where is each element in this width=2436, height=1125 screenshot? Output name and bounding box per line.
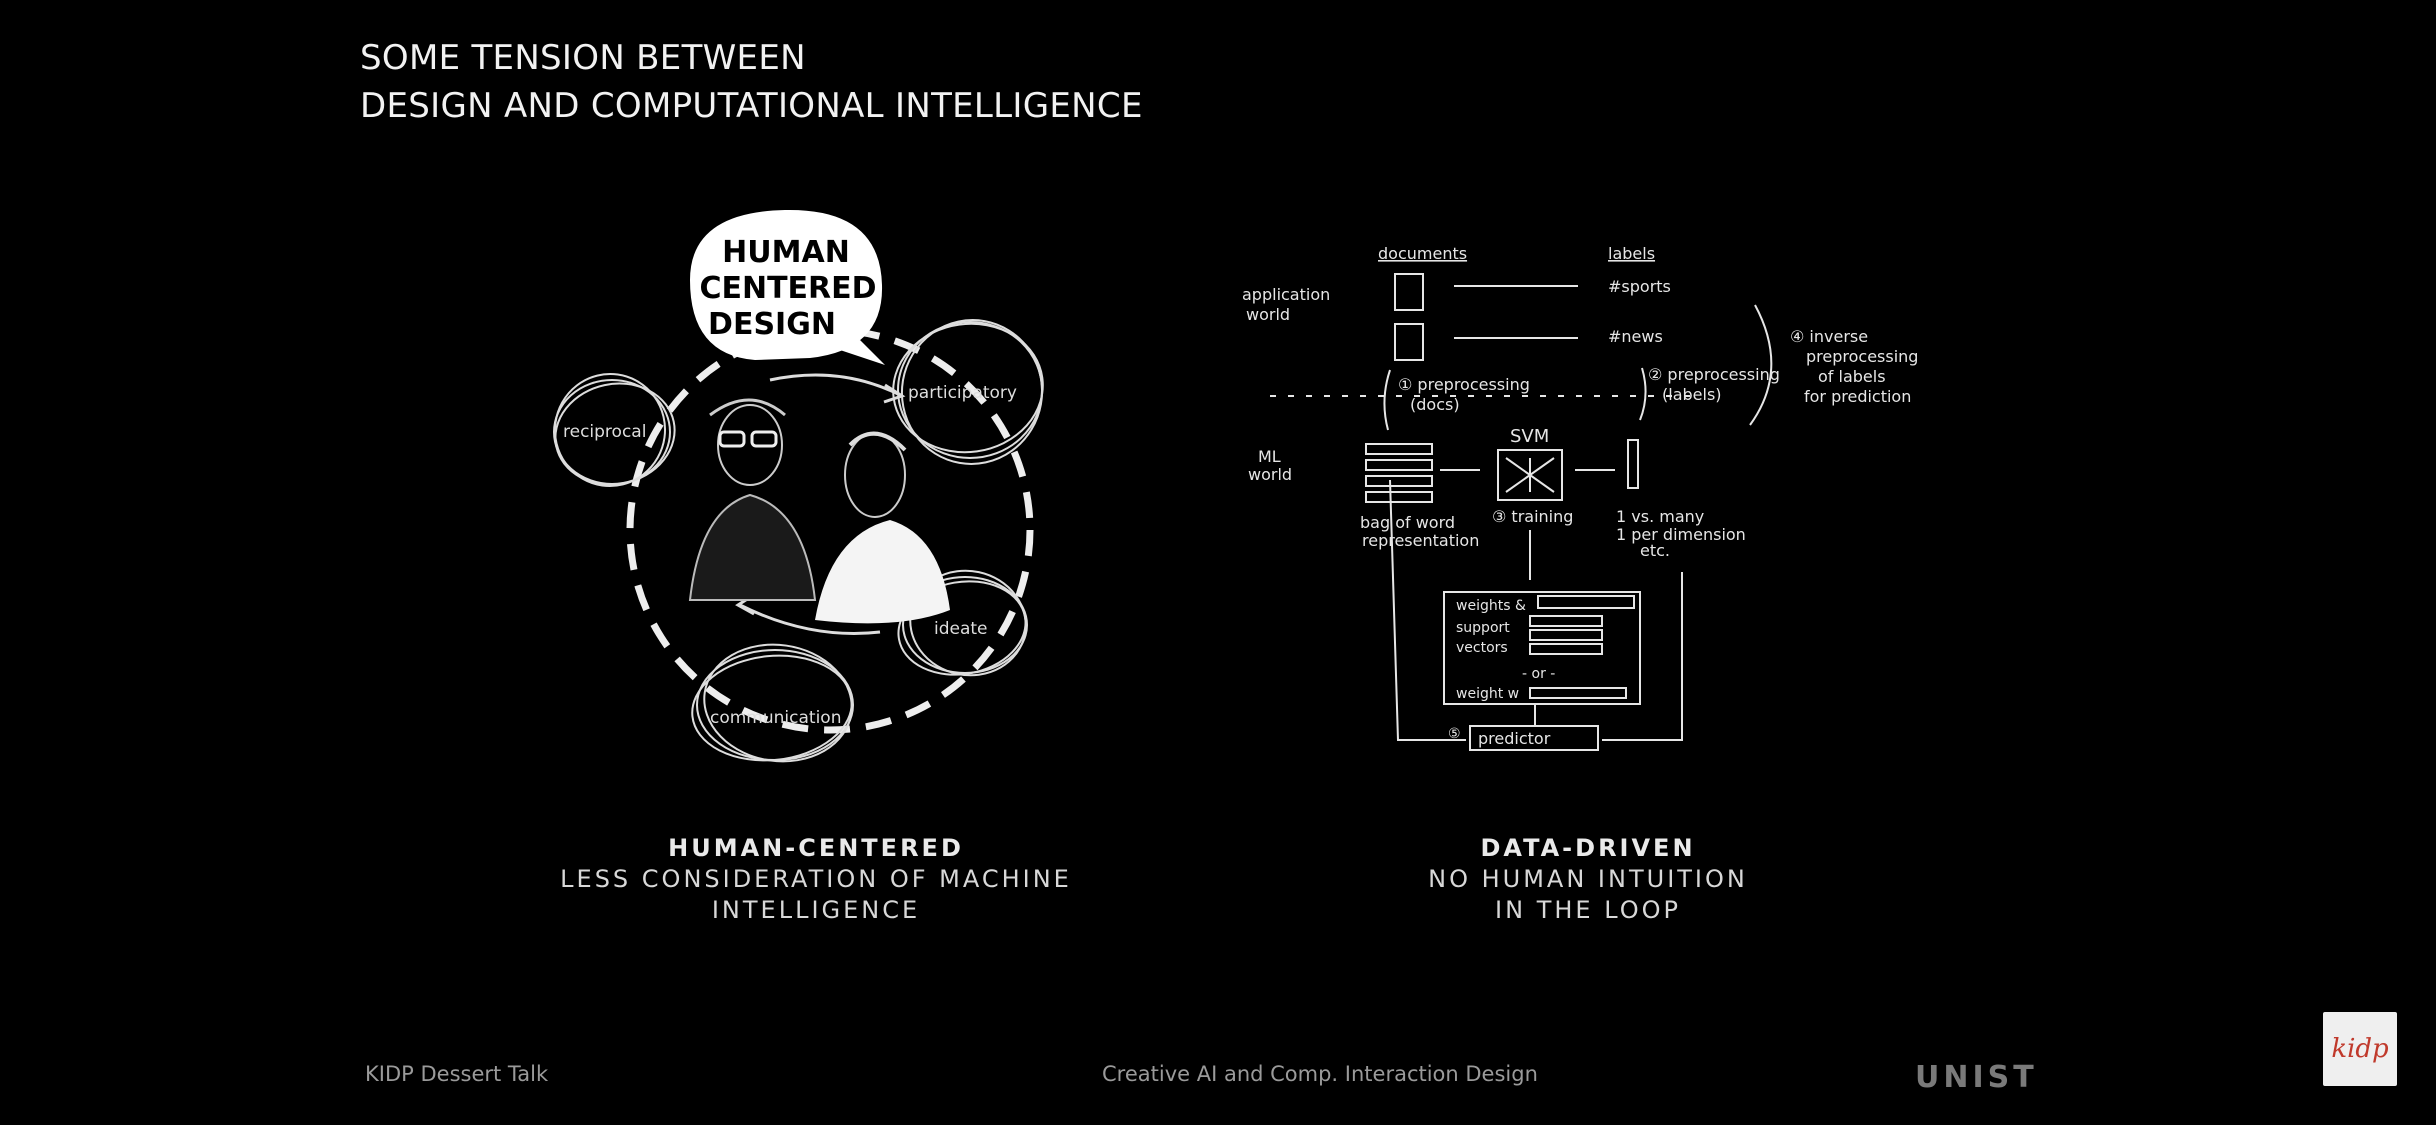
weights-bar-1 xyxy=(1537,595,1635,609)
person-right-sketch xyxy=(815,431,950,624)
label-participatory: participatory xyxy=(908,383,1017,403)
svm-box xyxy=(1497,449,1563,501)
label-preprocessing-labels-2: (labels) xyxy=(1662,385,1722,404)
bow-to-predictor-line xyxy=(1389,479,1466,741)
bow-row-1 xyxy=(1365,443,1433,455)
caption-data-driven-line-2: IN THE LOOP xyxy=(1495,896,1681,924)
human-centered-design-illustration: HUMAN CENTERED DESIGN reciprocal partici… xyxy=(553,209,1044,763)
label-inverse-2: preprocessing xyxy=(1806,347,1918,366)
preprocessing-labels-arrow xyxy=(1639,367,1647,421)
label-ml-world-1: ML xyxy=(1258,447,1281,466)
label-preprocessing-docs-2: (docs) xyxy=(1410,395,1460,414)
weight-w-bar xyxy=(1529,687,1627,699)
label-communication: communication xyxy=(710,708,841,728)
label-preprocessing-docs-1: ① preprocessing xyxy=(1398,375,1530,394)
document-icon-2 xyxy=(1394,323,1424,361)
data-driven-pipeline-illustration: documents labels #sports #news applicati… xyxy=(1242,244,1918,751)
label-inverse-4: for prediction xyxy=(1804,387,1911,406)
footer-talk-title: Creative AI and Comp. Interaction Design xyxy=(1102,1062,1538,1086)
slide-title-line-1: SOME TENSION BETWEEN xyxy=(360,38,806,78)
caption-human-centered: HUMAN-CENTERED LESS CONSIDERATION OF MAC… xyxy=(540,832,1092,926)
caption-human-centered-line-1: LESS CONSIDERATION OF MACHINE xyxy=(560,865,1072,893)
label-weights-3: vectors xyxy=(1456,640,1508,656)
footer-event-name: KIDP Dessert Talk xyxy=(365,1062,549,1086)
loop-arrow-top xyxy=(769,373,901,397)
predictor-to-labels-line xyxy=(1602,572,1683,741)
label-preprocessing-labels-1: ② preprocessing xyxy=(1648,365,1780,384)
weights-bar-4 xyxy=(1529,643,1603,655)
label-labels: labels xyxy=(1608,244,1655,263)
label-weights-2: support xyxy=(1456,620,1510,636)
reciprocal-circle xyxy=(553,373,676,487)
caption-human-centered-heading: HUMAN-CENTERED xyxy=(668,834,964,862)
label-application-world-1: application xyxy=(1242,285,1330,304)
label-ml-world-2: world xyxy=(1248,465,1292,484)
bubble-text-human: HUMAN xyxy=(722,235,850,270)
label-weight-w: weight w xyxy=(1456,686,1519,702)
weights-bar-2 xyxy=(1529,615,1603,627)
label-inverse-1: ④ inverse xyxy=(1790,327,1868,346)
label-inverse-3: of labels xyxy=(1818,367,1886,386)
label-ideate: ideate xyxy=(934,619,988,639)
kidp-logo: kidp xyxy=(2323,1012,2397,1086)
kidp-logo-text: kidp xyxy=(2331,1034,2389,1064)
label-bow-1: bag of word xyxy=(1360,513,1455,532)
label-or: - or - xyxy=(1522,666,1555,682)
label-one-vs-many-3: etc. xyxy=(1640,541,1670,560)
label-sports: #sports xyxy=(1608,277,1671,296)
label-predictor: predictor xyxy=(1478,729,1551,748)
bow-row-2 xyxy=(1365,459,1433,471)
participatory-circle xyxy=(892,319,1044,465)
label-one-vs-many-1: 1 vs. many xyxy=(1616,507,1704,526)
communication-circle xyxy=(691,643,854,763)
label-predictor-number: ⑤ xyxy=(1448,726,1461,742)
weights-box xyxy=(1443,591,1641,705)
bow-row-3 xyxy=(1365,475,1433,487)
label-training: ③ training xyxy=(1492,507,1573,526)
label-reciprocal: reciprocal xyxy=(563,422,646,442)
loop-arrow-bottom xyxy=(739,603,881,635)
label-one-vs-many-2: 1 per dimension xyxy=(1616,525,1746,544)
human-centered-design-speech-bubble: HUMAN CENTERED DESIGN xyxy=(690,209,885,365)
caption-data-driven-line-1: NO HUMAN INTUITION xyxy=(1428,865,1748,893)
label-news: #news xyxy=(1608,327,1663,346)
label-weights-1: weights & xyxy=(1456,598,1526,614)
preprocessing-docs-arrow xyxy=(1383,369,1391,431)
label-vector xyxy=(1627,439,1639,489)
bubble-text-design: DESIGN xyxy=(708,307,836,342)
predictor-box xyxy=(1469,725,1599,751)
document-icon-1 xyxy=(1394,273,1424,311)
label-application-world-2: world xyxy=(1246,305,1290,324)
bow-row-4 xyxy=(1365,491,1433,503)
label-bow-2: representation xyxy=(1362,531,1479,550)
label-documents: documents xyxy=(1378,244,1467,263)
unist-logo: UNIST xyxy=(1915,1060,2038,1095)
svm-cross-lines xyxy=(1505,457,1555,493)
bubble-text-centered: CENTERED xyxy=(699,271,876,306)
slide-title-line-2: DESIGN AND COMPUTATIONAL INTELLIGENCE xyxy=(360,86,1143,126)
person-left-sketch xyxy=(688,398,817,601)
label-svm: SVM xyxy=(1510,426,1549,447)
caption-human-centered-line-2: INTELLIGENCE xyxy=(711,896,921,924)
caption-data-driven-heading: DATA-DRIVEN xyxy=(1480,834,1696,862)
caption-data-driven: DATA-DRIVEN NO HUMAN INTUITION IN THE LO… xyxy=(1350,832,1826,926)
weights-bar-3 xyxy=(1529,629,1603,641)
slide-title: SOME TENSION BETWEEN DESIGN AND COMPUTAT… xyxy=(360,34,1143,130)
inverse-preprocessing-arrow xyxy=(1749,304,1773,426)
